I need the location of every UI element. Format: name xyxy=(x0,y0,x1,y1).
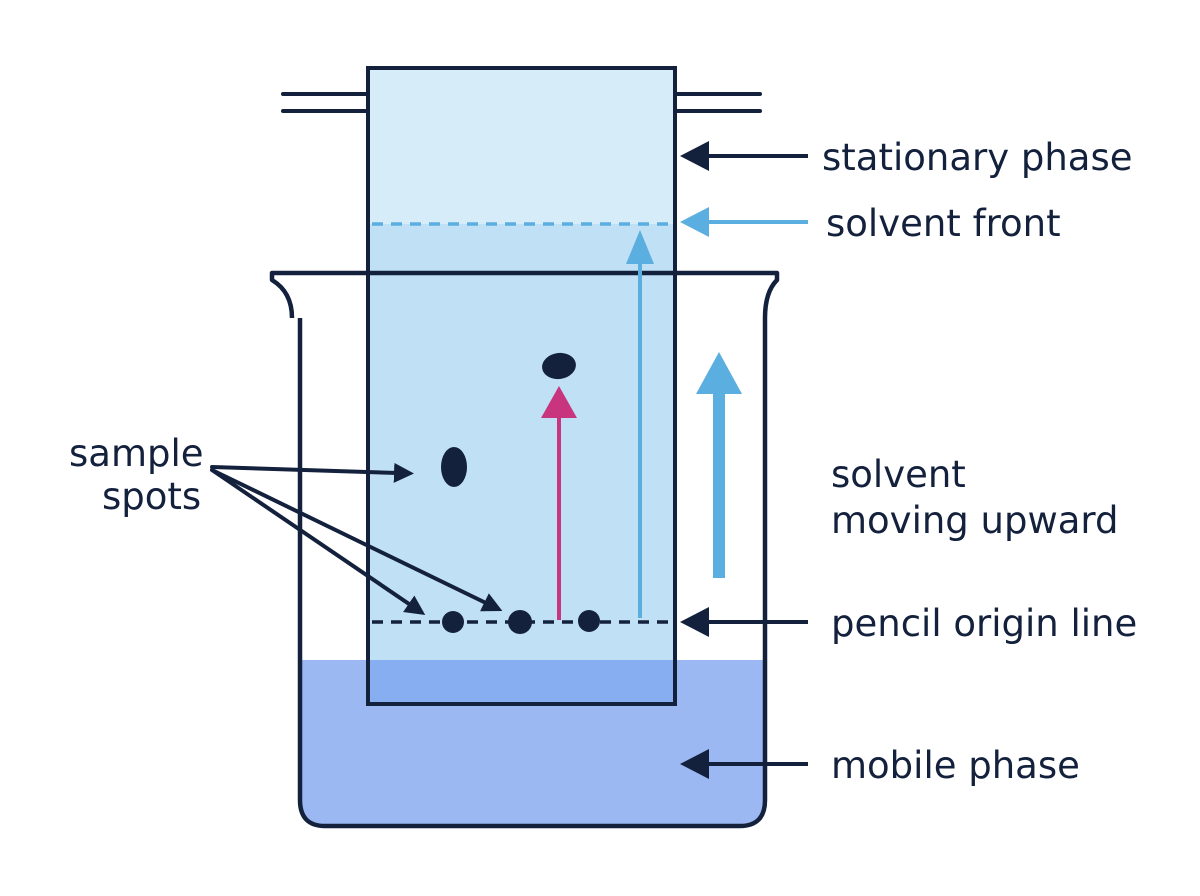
beaker xyxy=(269,270,780,829)
label-mobile-phase: mobile phase xyxy=(831,744,1080,787)
label-sample-spots-2: spots xyxy=(102,475,201,518)
origin-line-pointer xyxy=(680,607,808,637)
sample-spots-pointers xyxy=(210,462,503,615)
label-sample-spots-1: sample xyxy=(69,432,204,475)
origin-spot-3 xyxy=(578,610,600,632)
solvent-moving-upward-arrow xyxy=(696,352,742,578)
label-stationary-phase: stationary phase xyxy=(822,136,1133,179)
separated-spot-mid xyxy=(441,447,467,487)
stationary-phase-paper xyxy=(366,66,677,706)
sample-spots xyxy=(441,352,600,634)
separated-spot-high xyxy=(542,352,576,380)
mobile-phase-pointer xyxy=(680,749,808,779)
label-solvent-moving-1: solvent xyxy=(831,453,966,496)
solvent-front-pointer xyxy=(680,207,808,237)
stationary-phase-pointer xyxy=(680,141,808,171)
component-travel-arrow xyxy=(541,386,577,620)
label-solvent-front: solvent front xyxy=(826,202,1061,245)
label-pencil-origin-line: pencil origin line xyxy=(831,602,1137,645)
origin-spot-2 xyxy=(508,610,532,634)
origin-spot-1 xyxy=(442,611,464,633)
label-solvent-moving-2: moving upward xyxy=(831,499,1118,542)
solvent-travel-arrow xyxy=(626,230,654,618)
